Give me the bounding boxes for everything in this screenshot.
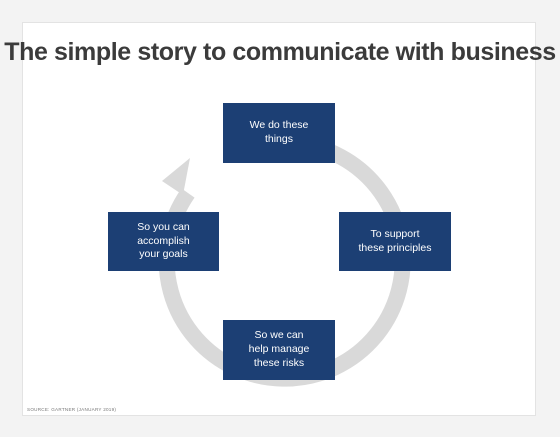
node-we-do-these-things: We do these things — [223, 103, 335, 163]
node-to-support-these-principles: To support these principles — [339, 212, 451, 271]
source-note: SOURCE: GARTNER (JANUARY 2019) — [27, 407, 117, 412]
node-so-we-can-help-manage-these-risks: So we can help manage these risks — [223, 320, 335, 380]
diagram-title: The simple story to communicate with bus… — [4, 38, 556, 66]
node-so-you-can-accomplish-your-goals: So you can accomplish your goals — [108, 212, 219, 271]
cycle-arrowhead-icon — [162, 158, 190, 195]
